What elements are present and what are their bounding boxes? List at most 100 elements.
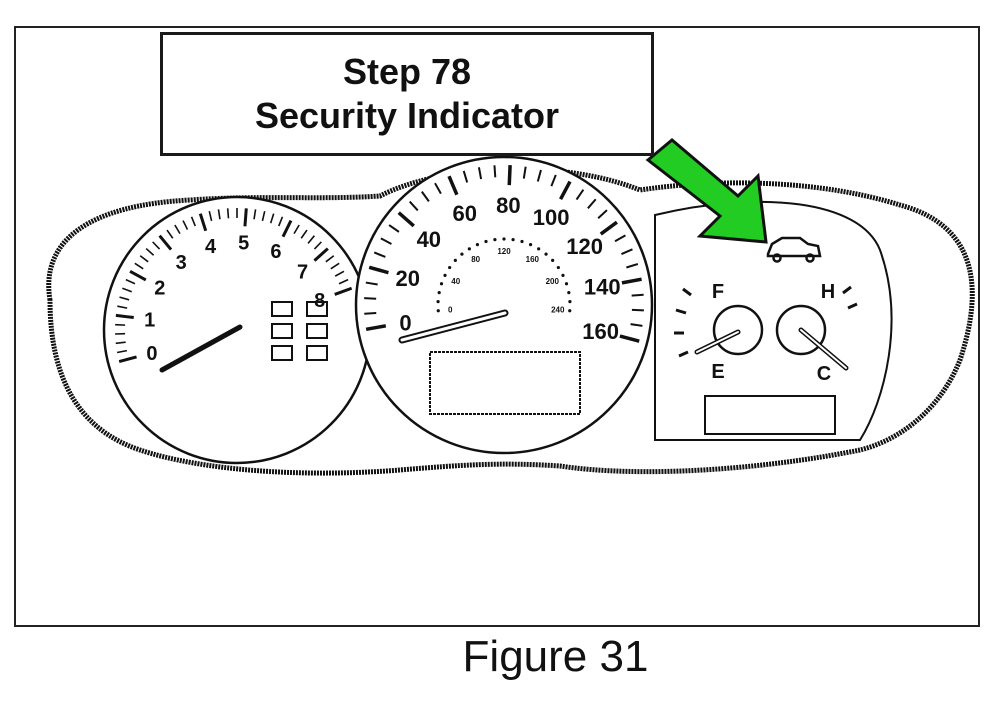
tach-tick [313,247,329,262]
kmh-label: 200 [546,277,560,286]
tach-tick [145,247,155,256]
tach-label: 0 [146,343,157,365]
speed-tick [380,237,392,245]
tach-tick [174,224,181,235]
tach-label: 5 [238,232,249,254]
speed-tick [365,281,378,286]
speed-tick [599,220,618,236]
speed-label: 160 [582,319,619,344]
tach-label: 6 [270,241,281,263]
tachometer-needle [159,324,243,373]
fuel-full-label: F [712,281,724,303]
tach-tick [243,208,248,227]
speed-tick [550,174,557,187]
speed-tick [621,277,642,285]
kmh-label: 40 [451,277,460,286]
tach-tick [115,341,126,345]
tach-tick [182,220,189,230]
speed-tick [614,234,626,243]
speed-tick [631,293,644,297]
speed-tick [507,165,512,186]
kmh-dot [551,258,555,263]
speed-tick [365,324,387,332]
speed-tick [434,182,442,195]
tach-label: 7 [297,261,308,283]
kmh-dot [493,238,497,242]
kmh-dot [502,237,506,241]
tach-tick [277,216,284,227]
security-car-icon [766,236,822,263]
tach-tick [116,349,128,354]
tach-tick [325,255,335,263]
tach-tick [217,209,221,220]
tach-tick [129,270,147,282]
speed-tick [447,175,459,196]
speedometer-ticks [364,165,644,343]
kmh-dot [453,258,457,263]
kmh-dot [537,247,541,251]
kmh-label: 160 [526,255,540,264]
temp-cold-label: C [817,363,831,385]
tach-tick [117,305,128,309]
kmh-label: 0 [448,306,453,315]
speed-label: 40 [417,227,441,252]
odometer-display [429,351,581,415]
tach-tick [338,278,349,285]
tachometer-ticks [115,208,353,364]
tach-label: 3 [176,252,187,274]
kmh-dot [568,300,572,304]
pointer-arrow [645,138,768,244]
tach-tick [125,278,136,285]
tach-label: 4 [205,236,217,258]
tach-tick [261,211,266,222]
speed-tick [597,209,608,220]
speed-tick [619,334,640,343]
tach-tick [226,208,230,219]
speed-tick [368,265,389,275]
tach-tick [134,262,144,270]
kmh-dot [484,239,488,244]
temp-hot-label: H [821,281,835,303]
kmh-dot [528,242,533,247]
kmh-label: 240 [551,306,565,315]
tach-tick [313,241,322,250]
speed-tick [626,263,639,269]
tach-tick [334,270,345,277]
kmh-dot [443,273,447,277]
figure-caption: Figure 31 [462,632,649,681]
tach-tick [190,216,197,227]
kmh-dot [544,252,548,256]
speed-tick [493,165,497,178]
tach-tick [293,224,300,235]
callout-step-label: Step 78 [342,51,472,92]
tach-tick [158,234,173,251]
kmh-label: 80 [471,255,480,264]
speed-tick [373,251,386,258]
kmh-dot [436,309,440,313]
kmh-dot [511,238,515,242]
tach-tick [281,219,293,238]
kmh-dot [460,252,464,256]
tach-tick [115,313,134,320]
kmh-dot [556,265,560,270]
warning-light-grid [271,301,328,361]
kmh-dot [520,239,524,244]
tach-label: 8 [314,290,325,312]
speed-tick [630,323,643,327]
speed-tick [364,297,377,300]
tach-tick [122,287,133,293]
kmh-dot [467,247,471,251]
speed-tick [364,312,377,315]
kmh-dot [437,290,441,295]
speed-tick [477,167,483,180]
speed-label: 60 [452,201,476,226]
kmh-dot [436,300,440,304]
speed-tick [522,166,527,179]
speed-tick [408,200,419,212]
cluster-outline [46,166,975,476]
tach-tick [152,241,161,250]
kmh-dot [448,265,452,270]
